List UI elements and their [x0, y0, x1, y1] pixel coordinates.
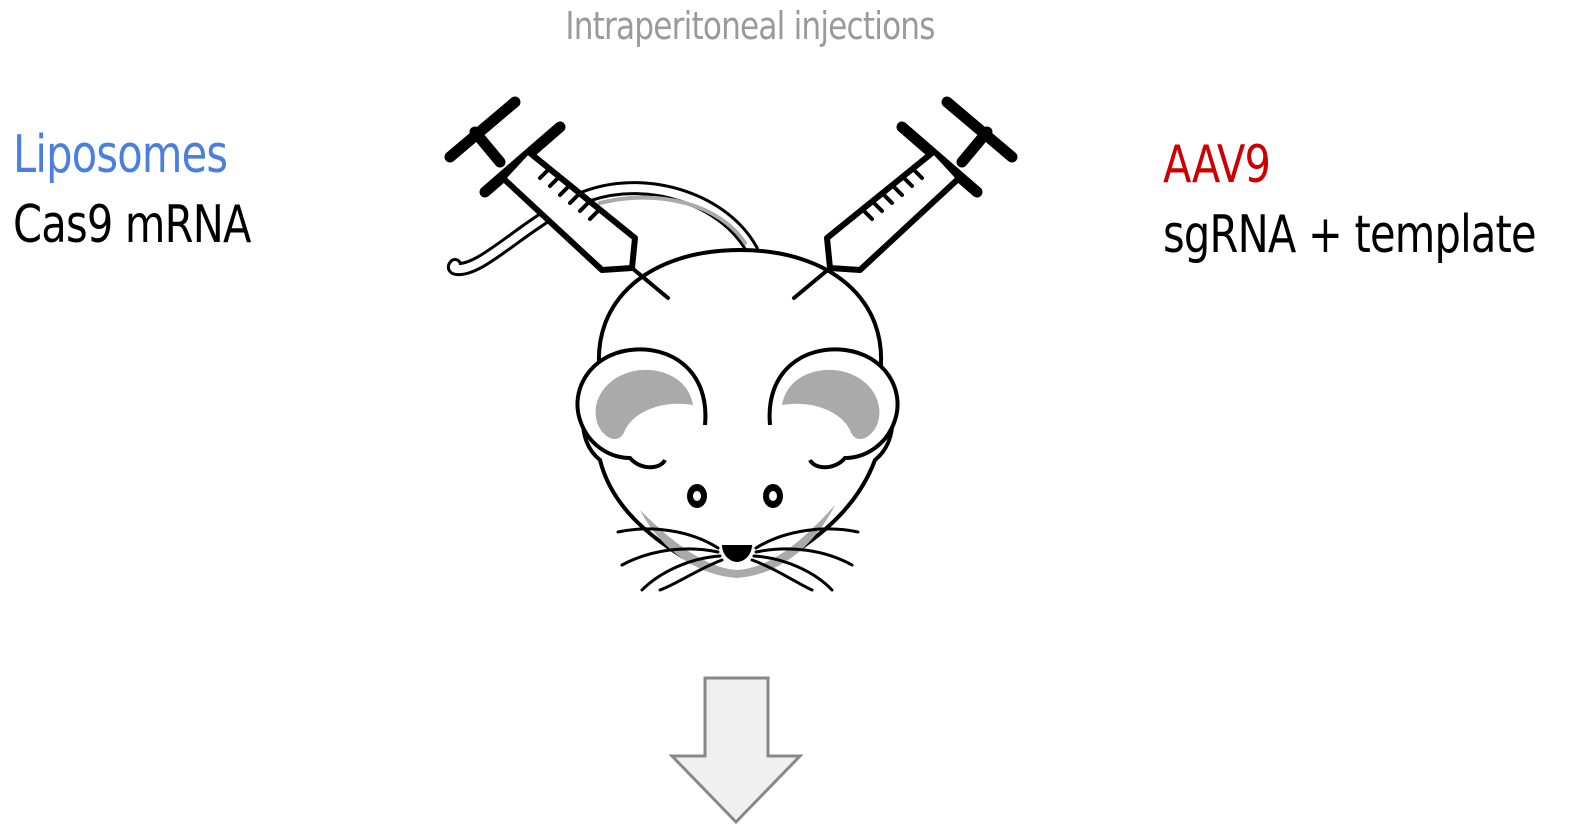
- syringe-icon: [794, 102, 1012, 298]
- down-arrow-icon: [672, 678, 800, 822]
- mouse-icon: [577, 250, 897, 590]
- syringe-icon: [450, 102, 668, 298]
